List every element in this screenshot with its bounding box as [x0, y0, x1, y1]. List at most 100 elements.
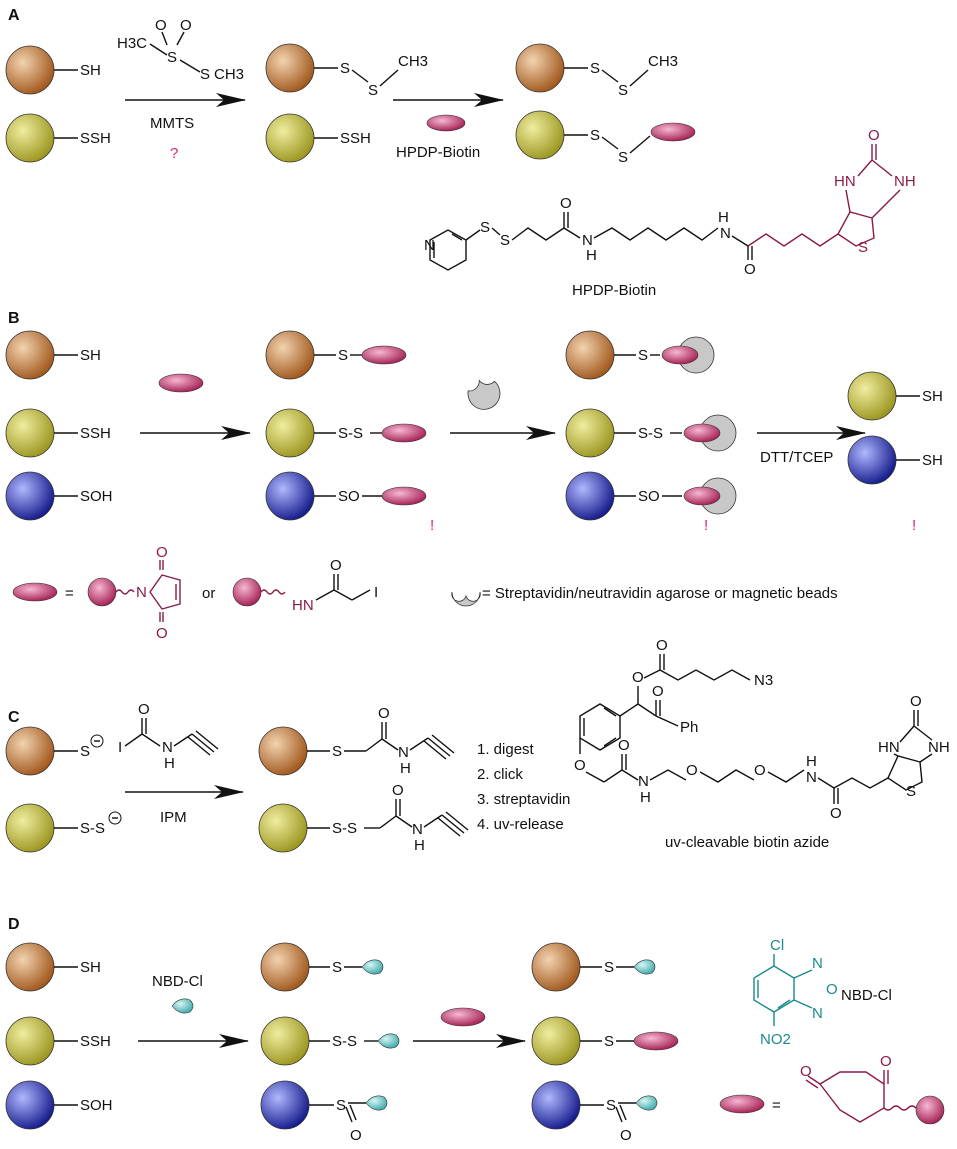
ether-o: O — [574, 757, 586, 774]
mmts-h3c: H3C — [117, 35, 147, 52]
nbd-label: NBD-Cl — [152, 973, 203, 990]
biotin-tag-icon — [650, 122, 696, 142]
amide-h1: H — [586, 247, 597, 264]
protein-bead-olive — [5, 803, 55, 853]
biotin-ball-icon — [87, 577, 117, 607]
hpdp-biotin-structure: N S S O N H H N O S HN NH O — [424, 127, 916, 278]
section-label-a: A — [8, 7, 20, 24]
amide-n: N — [398, 744, 409, 761]
biotin-tag-icon — [633, 1031, 679, 1051]
ipm-i: I — [118, 739, 122, 756]
persulfide-label: SSH — [80, 1033, 111, 1050]
protein-bead-blue — [5, 471, 55, 521]
amide-o: O — [392, 782, 404, 799]
biotin-nh: NH — [928, 739, 950, 756]
nbd-n2: N — [812, 1005, 823, 1022]
amide-h2: H — [718, 209, 729, 226]
nbd-tag-icon — [361, 959, 384, 975]
biotin-tag-icon — [661, 345, 699, 365]
thiol-label: SH — [80, 347, 101, 364]
sulfoxide-label: SO — [338, 488, 360, 505]
sulfenic-label: SOH — [80, 488, 113, 505]
protein-bead-blue — [847, 435, 897, 485]
persulfide-label: SSH — [340, 130, 371, 147]
section-label-c: C — [8, 709, 20, 726]
azide: N3 — [754, 672, 773, 689]
thiophane-s: S — [858, 239, 868, 256]
biotin-tag-icon — [361, 345, 407, 365]
mmts-label: MMTS — [150, 115, 194, 132]
persulfide-anion-label: S-S — [80, 820, 105, 837]
sulfinyl-o: O — [620, 1127, 632, 1144]
sulfinyl-s: S — [336, 1097, 346, 1114]
dimedone-structure: O O — [800, 1053, 945, 1125]
dimedone-o2: O — [880, 1053, 892, 1070]
biotin-ball-icon — [915, 1095, 945, 1125]
protein-bead-olive — [5, 113, 55, 163]
amide-n2: N — [806, 769, 817, 786]
thiolate-label: S — [80, 743, 90, 760]
protein-bead-blue — [531, 1080, 581, 1130]
uv-caption: uv-cleavable biotin azide — [665, 834, 829, 851]
sulfinyl-s: S — [606, 1097, 616, 1114]
sulfoxide-label: SO — [638, 488, 660, 505]
protein-bead-blue — [265, 471, 315, 521]
amide-h: H — [414, 837, 425, 854]
thiol-label: SH — [922, 388, 943, 405]
ester-o: O — [632, 669, 644, 686]
biotin-tag-icon — [12, 582, 58, 602]
sulfur-label: S — [338, 347, 348, 364]
protein-bead-blue — [5, 1080, 55, 1130]
iodoacetamide-o: O — [330, 557, 342, 574]
amide-o2: O — [744, 261, 756, 278]
protein-bead-brown — [265, 43, 315, 93]
sulfur-label: S — [590, 60, 600, 77]
biotin-o: O — [910, 693, 922, 710]
maleimide-o2: O — [156, 625, 168, 642]
step-2: 2. click — [477, 766, 523, 783]
peg-o1: O — [686, 762, 698, 779]
nbd-cl: Cl — [770, 937, 784, 954]
mmts-ch3: CH3 — [214, 66, 244, 83]
amide-n: N — [412, 821, 423, 838]
protein-bead-brown — [265, 330, 315, 380]
biotin-tag-icon — [683, 423, 721, 443]
mmts-o2: O — [180, 17, 192, 34]
hpdp-s1: S — [480, 219, 490, 236]
ipm-n: N — [162, 739, 173, 756]
protein-bead-brown — [5, 942, 55, 992]
methyl-label: CH3 — [398, 53, 428, 70]
protein-bead-brown — [515, 43, 565, 93]
pyridine-n: N — [424, 237, 435, 254]
sulfur-label: S — [604, 959, 614, 976]
sulfenic-label: SOH — [80, 1097, 113, 1114]
amide-h: H — [400, 760, 411, 777]
persulfide-label: SSH — [80, 130, 111, 147]
amide-o: O — [378, 705, 390, 722]
phenyl: Ph — [680, 719, 698, 736]
sulfur-label: S — [638, 347, 648, 364]
nbd-cl-structure: Cl N O N NO2 — [753, 937, 838, 1048]
nbd-tag-icon — [171, 998, 194, 1014]
sulfur-label: S — [618, 149, 628, 166]
maleimide-n: N — [136, 584, 147, 601]
protein-bead-olive — [565, 408, 615, 458]
protein-bead-olive — [265, 408, 315, 458]
protein-bead-brown — [260, 942, 310, 992]
sulfinyl-o: O — [350, 1127, 362, 1144]
section-label-b: B — [8, 310, 20, 327]
sulfur-label: S — [590, 127, 600, 144]
amide-n2: N — [720, 225, 731, 242]
ester-o2: O — [656, 637, 668, 654]
protein-bead-brown — [5, 726, 55, 776]
protein-bead-olive — [515, 110, 565, 160]
biotin-tag-icon — [719, 1094, 765, 1114]
sulfur-label: S — [332, 743, 342, 760]
beads-legend: = Streptavidin/neutravidin agarose or ma… — [482, 585, 838, 602]
step-3: 3. streptavidin — [477, 791, 570, 808]
biotin-tag-icon — [158, 373, 204, 393]
protein-bead-olive — [260, 1016, 310, 1066]
amide-n: N — [638, 773, 649, 790]
biotin-nh: NH — [894, 173, 916, 190]
